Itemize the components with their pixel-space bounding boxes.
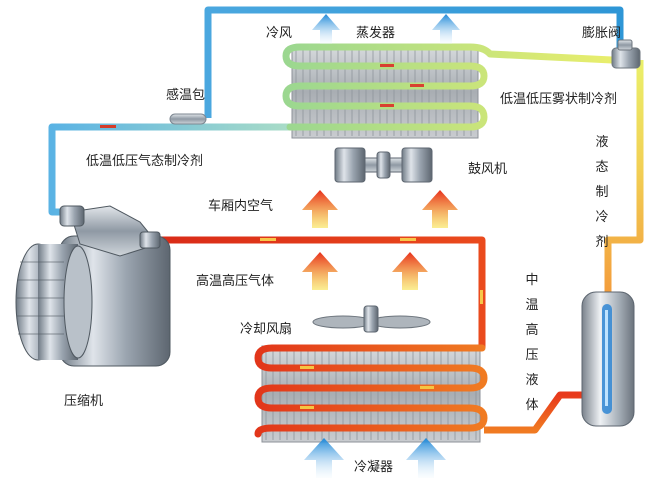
label-low-temp-low-pressure-mist: 低温低压雾状制冷剂 xyxy=(500,92,618,107)
compressor-unit xyxy=(15,205,171,367)
label-cabin-air: 车厢内空气 xyxy=(208,199,274,214)
receiver-drier xyxy=(581,291,635,427)
label-blower: 鼓风机 xyxy=(468,162,508,177)
temperature-bulb xyxy=(169,113,207,125)
evaporator-coil xyxy=(282,43,616,131)
condenser-unit xyxy=(254,344,488,443)
label-expansion-valve: 膨胀阀 xyxy=(582,26,622,41)
label-medium-temp-high-pressure-liquid: 中温高压液体 xyxy=(525,273,539,413)
expansion-valve xyxy=(611,39,641,69)
label-compressor: 压缩机 xyxy=(64,394,104,409)
label-condenser: 冷凝器 xyxy=(354,460,394,475)
cold-air-arrows xyxy=(304,14,460,478)
label-cold-air: 冷风 xyxy=(266,26,293,41)
cooling-fan xyxy=(312,305,431,333)
warm-air-arrows xyxy=(302,190,458,290)
pipe-top-cold xyxy=(204,6,624,118)
label-high-temp-high-pressure-gas: 高温高压气体 xyxy=(196,274,275,289)
evaporator-unit xyxy=(282,43,616,139)
label-evaporator: 蒸发器 xyxy=(356,26,396,41)
condenser-coil xyxy=(254,344,488,438)
label-temperature-bulb: 感温包 xyxy=(166,88,206,103)
pipe-hot-gas xyxy=(150,236,486,348)
label-liquid-refrigerant: 液态制冷剂 xyxy=(595,135,609,250)
pipe-condenser-outlet xyxy=(488,391,586,434)
label-cooling-fan: 冷却风扇 xyxy=(240,322,293,337)
pipe-liquid-line xyxy=(604,60,644,300)
blower-fan xyxy=(334,147,433,183)
label-low-temp-low-pressure-gas: 低温低压气态制冷剂 xyxy=(86,154,204,169)
flow-markers xyxy=(100,125,483,304)
